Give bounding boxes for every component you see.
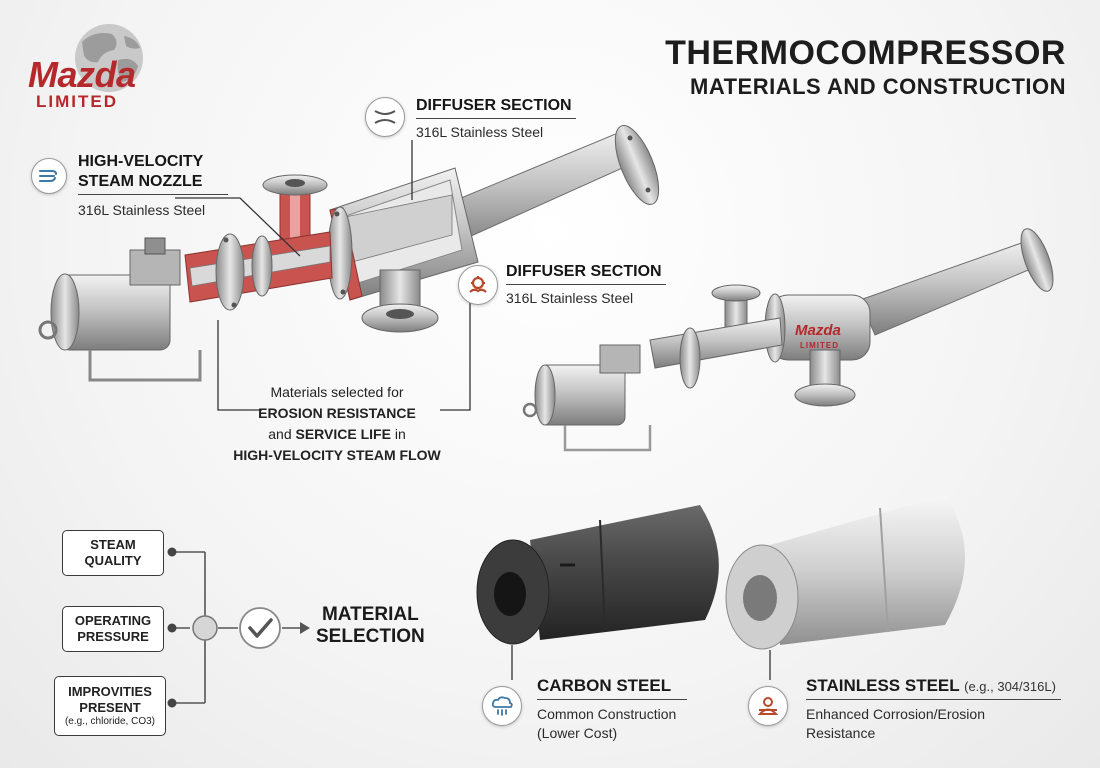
carbon-steel-sample <box>476 505 719 680</box>
diffuser-top-callout-title: DIFFUSER SECTION <box>416 96 576 119</box>
arrow-head <box>300 622 310 634</box>
stainless-steel-grade: (e.g., 304/316L) <box>964 679 1056 694</box>
callout-leader-lines <box>175 140 471 411</box>
stainless-steel-sample <box>725 495 965 680</box>
carbon-steel-title: CARBON STEEL <box>537 676 687 700</box>
steam-flow-icon <box>31 158 67 194</box>
diffuser-top-callout-material: 316L Stainless Steel <box>416 124 544 140</box>
merge-node <box>192 615 218 641</box>
nozzle-callout-title-2: STEAM NOZZLE <box>78 172 228 195</box>
globe-icon <box>75 24 143 92</box>
diffuser-housing <box>327 167 479 333</box>
factor-dot-2 <box>167 623 177 633</box>
carbon-steel-desc-2: (Lower Cost) <box>537 725 618 741</box>
diffuser-cone-icon <box>365 97 405 137</box>
stainless-steel-desc-2: Resistance <box>806 725 876 741</box>
company-logo: Mazda LIMITED <box>28 20 178 115</box>
factor-dot-3 <box>167 698 177 708</box>
check-circle-icon <box>239 607 281 649</box>
nozzle-callout-title-1: HIGH-VELOCITY <box>78 153 204 170</box>
factor-steam-quality: STEAM QUALITY <box>62 530 164 576</box>
nozzle-callout-material: 316L Stainless Steel <box>78 202 206 218</box>
factor-dot-1 <box>167 547 177 557</box>
unit-logo-tagline: LIMITED <box>800 341 839 350</box>
note-line-3: and SERVICE LIFE in <box>268 426 406 442</box>
note-line-4: HIGH-VELOCITY STEAM FLOW <box>233 447 441 463</box>
stainless-steel-title: STAINLESS STEEL <box>806 676 960 695</box>
check-mark <box>248 618 273 638</box>
note-line-2: EROSION RESISTANCE <box>258 405 416 421</box>
factor-impurities-present: IMPROVITIES PRESENT (e.g., chloride, CO3… <box>54 676 166 736</box>
stainless-steel-title-row: STAINLESS STEEL (e.g., 304/316L) <box>806 676 1061 700</box>
diffuser-mid-callout-material: 316L Stainless Steel <box>506 290 634 306</box>
logo-tagline: LIMITED <box>36 92 118 111</box>
nozzle-body <box>184 231 333 311</box>
page-subtitle: MATERIALS AND CONSTRUCTION <box>690 74 1066 99</box>
carbon-steel-desc-1: Common Construction <box>537 706 677 722</box>
factor-operating-pressure: OPERATING PRESSURE <box>62 606 164 652</box>
unit-logo-name: Mazda <box>795 322 841 339</box>
stainless-steel-desc-1: Enhanced Corrosion/Erosion <box>806 706 985 722</box>
page-title: THERMOCOMPRESSOR <box>665 34 1066 72</box>
worker-shield-icon <box>748 686 788 726</box>
assembled-thermocompressor: Mazda LIMITED <box>522 228 1054 452</box>
logo-name: Mazda <box>28 54 136 95</box>
gear-wear-icon <box>458 265 498 305</box>
materials-note: Materials selected for EROSION RESISTANC… <box>232 382 442 466</box>
diffuser-mid-callout-title: DIFFUSER SECTION <box>506 262 666 285</box>
actuator <box>38 237 202 382</box>
material-selection-label: MATERIAL SELECTION <box>316 604 425 647</box>
cloud-rain-icon <box>482 686 522 726</box>
note-line-1: Materials selected for <box>270 384 404 400</box>
